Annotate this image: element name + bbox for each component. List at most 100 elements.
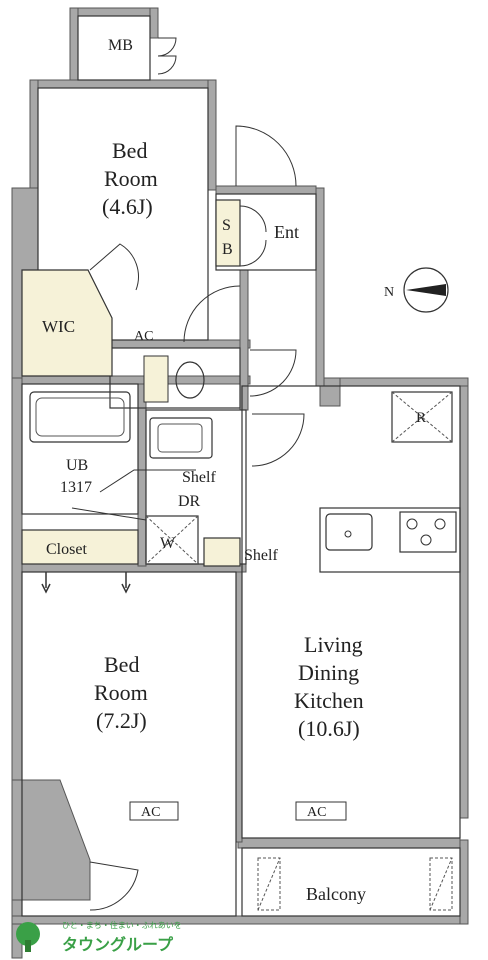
wall-corridor-right: [315, 187, 325, 387]
wall-mid-2: [21, 375, 251, 385]
logo-tagline: ひと・まち・住まい・ふれあいを: [62, 920, 182, 930]
label-ldk-line4: (10.6J): [298, 716, 360, 741]
balcony-outline: [241, 847, 461, 917]
label-fridge: R: [416, 410, 426, 426]
compass-needle: [406, 284, 446, 296]
company-logo: ひと・まち・住まい・ふれあいを タウングループ: [16, 920, 182, 954]
balcony-unit-1: [257, 857, 281, 911]
door-bed2-bottom: [89, 861, 139, 911]
label-bedroom2-line2: Room: [94, 680, 148, 705]
label-shelf2: Shelf: [244, 547, 278, 564]
compass-label: N: [384, 285, 394, 300]
wall-bed1-top: [29, 79, 217, 89]
closet-door-marks: [41, 572, 131, 594]
label-dr: DR: [178, 493, 201, 510]
logo-tree-icon: [16, 922, 40, 946]
bathtub: [29, 391, 131, 443]
room-outlines: [21, 15, 461, 917]
shelf2-area: [203, 537, 241, 567]
label-wic: WIC: [42, 317, 75, 336]
kitchen-stove: [399, 511, 457, 553]
label-ac2: AC: [141, 805, 160, 820]
toilet-bowl: [175, 361, 205, 399]
label-ldk-line1: Living: [304, 632, 363, 657]
door-sb-2: [239, 239, 267, 267]
compass: N: [384, 267, 449, 313]
wall-corridor-left: [239, 269, 249, 411]
doors: [89, 37, 305, 911]
wall-balcony-top: [237, 837, 461, 849]
fridge-diag-2: [391, 391, 453, 443]
kitchen-sink: [325, 513, 373, 551]
label-balcony: Balcony: [306, 884, 366, 904]
wall-mid-1: [109, 339, 251, 349]
balcony-unit-2-diag: [429, 857, 453, 911]
wall-mb-right: [149, 7, 159, 39]
logo-tree-trunk: [25, 940, 31, 952]
door-bedroom1: [89, 243, 139, 291]
bedroom2-outline: [21, 571, 237, 917]
washer-box: [145, 515, 199, 565]
label-w: W: [160, 535, 176, 552]
balcony-unit-2: [429, 857, 453, 911]
kitchen-counter: [319, 507, 461, 573]
wall-mb-top: [69, 7, 159, 17]
bathtub-inner: [35, 397, 125, 437]
ub-callout: [99, 469, 196, 493]
washbasin: [149, 417, 213, 459]
label-ldk-line2: Dining: [298, 660, 359, 685]
fridge-box: [391, 391, 453, 443]
sb-area: [215, 199, 241, 267]
wall-right: [459, 377, 469, 819]
door-sb-1: [239, 205, 267, 233]
closet-arrow-2: [121, 583, 131, 594]
door-corridor: [183, 285, 241, 343]
label-bedroom1-line3: (4.6J): [102, 194, 153, 219]
label-sb-b: B: [222, 241, 233, 258]
label-sb-s: S: [222, 217, 231, 234]
toilet-outline: [109, 347, 241, 409]
door-mb: [157, 37, 177, 57]
label-ac1: AC: [134, 329, 153, 344]
label-mb: MB: [108, 37, 133, 54]
label-bedroom2-line1: Bed: [104, 652, 139, 677]
wall-bath-right: [137, 383, 147, 567]
door-entrance: [235, 125, 297, 187]
fridge-diag-1: [391, 391, 453, 443]
burner-3: [420, 534, 432, 546]
wall-ent-top: [215, 185, 317, 195]
label-closet: Closet: [46, 541, 87, 558]
label-bedroom1-line1: Bed: [112, 138, 147, 163]
bath-outline: [21, 383, 139, 515]
washer-diag-2: [145, 515, 199, 565]
wall-ldk-topleft: [319, 377, 341, 407]
door-toilet: [249, 349, 297, 397]
wall-bed2-corner: [11, 779, 91, 901]
label-ub-line1: UB: [66, 457, 88, 474]
closet-arrow-1: [41, 583, 51, 594]
wall-ldk-left: [235, 571, 243, 843]
label-ldk-line3: Kitchen: [294, 688, 364, 713]
wall-ldk-top: [319, 377, 469, 387]
ldk-outline: [241, 385, 461, 839]
label-ub-line2: 1317: [60, 479, 92, 496]
bedroom1-outline: [37, 87, 209, 341]
label-shelf1: Shelf: [182, 469, 216, 486]
logo-name: タウングループ: [62, 935, 174, 954]
label-ac3: AC: [307, 805, 326, 820]
label-bedroom1-line2: Room: [104, 166, 158, 191]
label-ent: Ent: [274, 222, 299, 242]
wall-mb-left: [69, 7, 79, 81]
ac3-box: [295, 801, 347, 821]
wall-right-lower: [459, 839, 469, 925]
burner-1: [406, 518, 418, 530]
ac2-box: [129, 801, 179, 821]
closet-area: [21, 529, 139, 565]
wic-area: [21, 269, 113, 377]
compass-circle: [403, 267, 449, 313]
toilet-area: [143, 355, 169, 403]
door-washroom: [251, 413, 305, 467]
balcony-unit-1-diag: [257, 857, 281, 911]
washbasin-inner: [157, 423, 203, 453]
